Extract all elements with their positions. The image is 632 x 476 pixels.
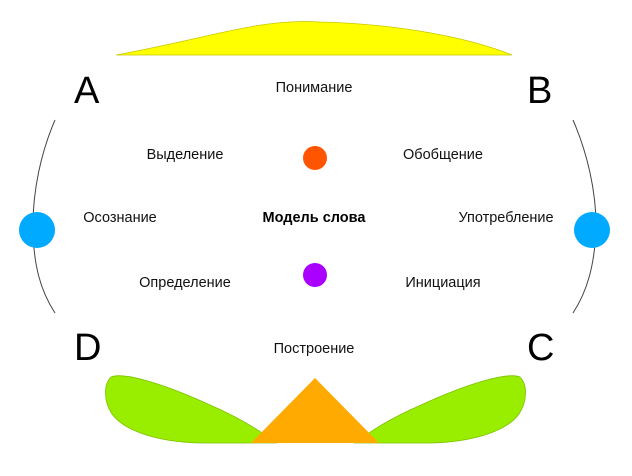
top-yellow-shape: [115, 21, 513, 56]
right-blue-circle: [574, 212, 610, 248]
corner-label-b: B: [527, 70, 552, 112]
orange-triangle: [251, 378, 379, 443]
purple-dot: [303, 263, 327, 287]
label-lower-right: Инициация: [405, 275, 480, 291]
corner-label-a: A: [74, 70, 100, 112]
corner-label-c: C: [527, 327, 554, 369]
label-mid-left: Осознание: [83, 210, 156, 226]
label-upper-left: Выделение: [147, 147, 224, 163]
label-mid-right: Употребление: [458, 210, 553, 226]
corner-label-d: D: [74, 327, 101, 369]
label-center: Модель слова: [263, 210, 367, 226]
label-bottom: Построение: [274, 341, 355, 357]
left-blue-circle: [19, 212, 55, 248]
left-green-leaf: [105, 375, 278, 444]
label-lower-left: Определение: [139, 275, 231, 291]
label-upper-right: Обобщение: [403, 147, 483, 163]
label-top: Понимание: [276, 80, 353, 96]
orange-dot: [303, 146, 327, 170]
right-green-leaf: [353, 375, 526, 444]
